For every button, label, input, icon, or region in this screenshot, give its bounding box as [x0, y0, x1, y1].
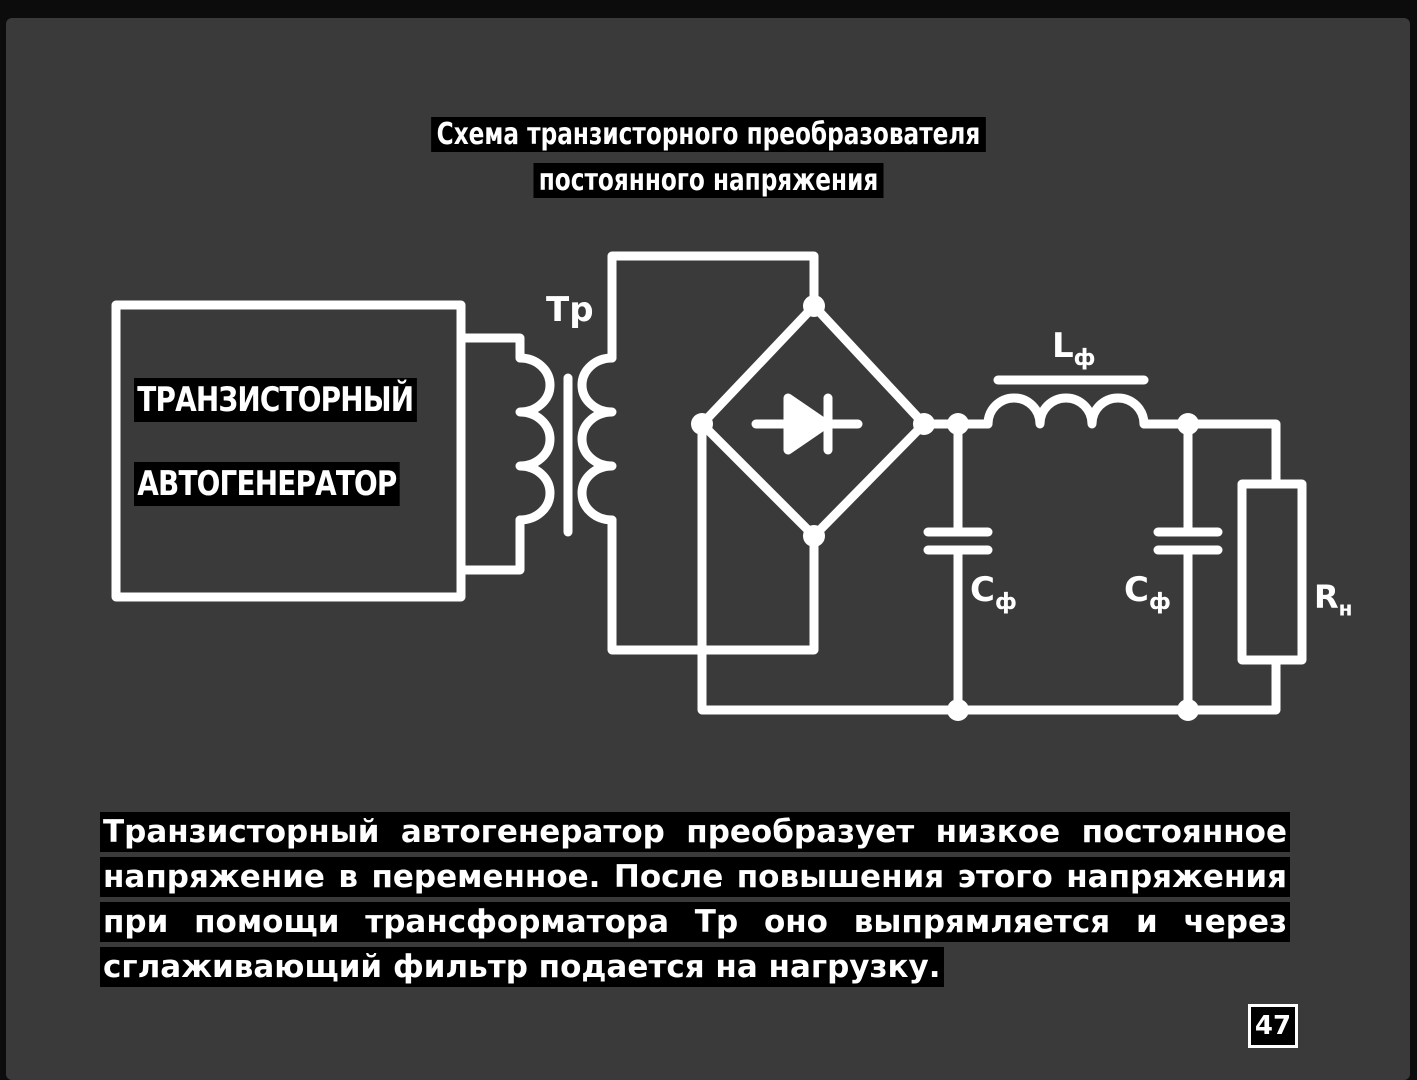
- junction-dot: [947, 413, 969, 435]
- autogenerator-block: [111, 300, 466, 602]
- description-paragraph: Транзисторный автогенератор преобразует …: [100, 812, 1290, 987]
- junction-dot: [803, 295, 825, 317]
- block-label-line-1: ТРАНЗИСТОРНЫЙ: [134, 378, 417, 422]
- title-line-1: Схема транзисторного преобразователя: [431, 117, 986, 152]
- load-resistor: [1237, 479, 1307, 665]
- capacitor-2-label: Сф: [1124, 570, 1171, 615]
- negative-rail: [697, 419, 1281, 715]
- junction-dot: [947, 699, 969, 721]
- inductor-winding: [983, 393, 1149, 429]
- junction-dot: [913, 413, 935, 435]
- primary-lead-top: [456, 333, 525, 363]
- secondary-winding: [577, 353, 617, 525]
- page-number: 47: [1248, 1004, 1298, 1048]
- junction-dot: [691, 413, 713, 435]
- secondary-lead-bottom: [607, 515, 819, 655]
- transformer-label: Тр: [546, 290, 594, 330]
- junction-dot: [1177, 413, 1199, 435]
- primary-lead-bottom: [456, 515, 525, 575]
- junction-dot: [803, 525, 825, 547]
- block-label-line-2: АВТОГЕНЕРАТОР: [134, 462, 400, 506]
- secondary-lead-top: [607, 251, 819, 363]
- primary-winding: [515, 353, 555, 525]
- description-text: Транзисторный автогенератор преобразует …: [100, 810, 1290, 990]
- capacitor-1-label: Сф: [970, 570, 1017, 615]
- title-line-2: постоянного напряжения: [533, 163, 884, 198]
- diode-triangle: [783, 393, 831, 455]
- inductor-label: Lф: [1052, 326, 1096, 371]
- page-title: Схема транзисторного преобразователя пос…: [99, 112, 1318, 204]
- filter-output-wire: [1139, 419, 1281, 489]
- junction-dot: [1177, 699, 1199, 721]
- resistor-label: Rн: [1314, 578, 1353, 621]
